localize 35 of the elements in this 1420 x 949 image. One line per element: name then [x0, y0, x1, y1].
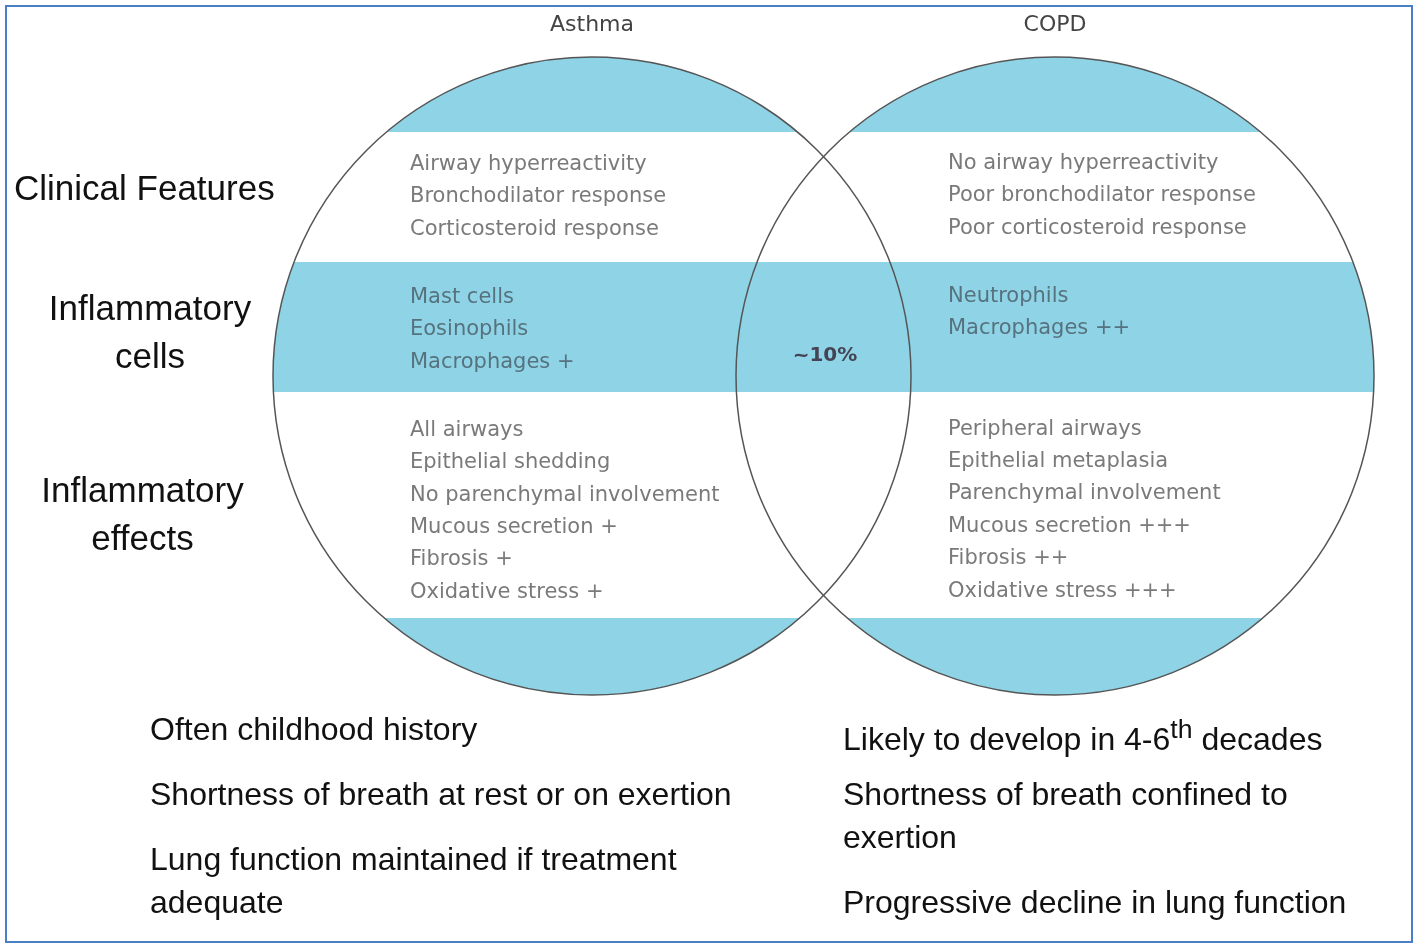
feature-list-item: All airways: [410, 416, 524, 442]
feature-list-item: No airway hyperreactivity: [948, 149, 1219, 175]
feature-list-item: Epithelial metaplasia: [948, 447, 1169, 473]
feature-list-item: No parenchymal involvement: [410, 481, 720, 507]
feature-list-item: Bronchodilator response: [410, 182, 667, 208]
feature-list-item: Airway hyperreactivity: [410, 150, 647, 176]
feature-list-item: Peripheral airways: [948, 415, 1142, 441]
feature-list-item: Neutrophils: [948, 282, 1069, 308]
feature-list-item: Macrophages ++: [948, 314, 1131, 340]
feature-list-item: Eosinophils: [410, 315, 529, 341]
feature-note: Likely to develop in 4-6$^{th}$ decades: [843, 713, 1324, 759]
feature-list-item: Poor bronchodilator response: [948, 181, 1256, 207]
feature-list-item: Epithelial shedding: [410, 448, 611, 474]
feature-list-item: Corticosteroid response: [410, 215, 659, 241]
feature-list-item: Mucous secretion +: [410, 513, 618, 539]
row-heading: Clinical Features: [14, 167, 276, 209]
feature-note: Progressive decline in lung function: [843, 883, 1348, 922]
feature-note: Shortness of breath confined to exertion: [843, 775, 1289, 857]
feature-note: Often childhood history: [150, 710, 479, 749]
feature-list-item: Poor corticosteroid response: [948, 214, 1247, 240]
row-heading: Inflammatory cells: [47, 287, 253, 377]
row-heading: Inflammatory effects: [40, 469, 245, 559]
feature-list-item: Parenchymal involvement: [948, 479, 1221, 505]
feature-list-item: Oxidative stress +: [410, 578, 604, 604]
feature-list-item: Oxidative stress +++: [948, 577, 1177, 603]
circle-heading: COPD: [1023, 11, 1087, 36]
circle-heading: Asthma: [550, 11, 634, 36]
feature-list-item: Mast cells: [410, 283, 514, 309]
feature-list-item: Fibrosis +: [410, 545, 513, 571]
feature-list-item: Fibrosis ++: [948, 544, 1069, 570]
overlap-percentage: ~10%: [791, 342, 859, 366]
feature-list-item: Mucous secretion +++: [948, 512, 1191, 538]
feature-list-item: Macrophages +: [410, 348, 575, 374]
feature-note: Lung function maintained if treatment adequate: [150, 840, 678, 922]
feature-note: Shortness of breath at rest or on exertion: [150, 775, 733, 814]
